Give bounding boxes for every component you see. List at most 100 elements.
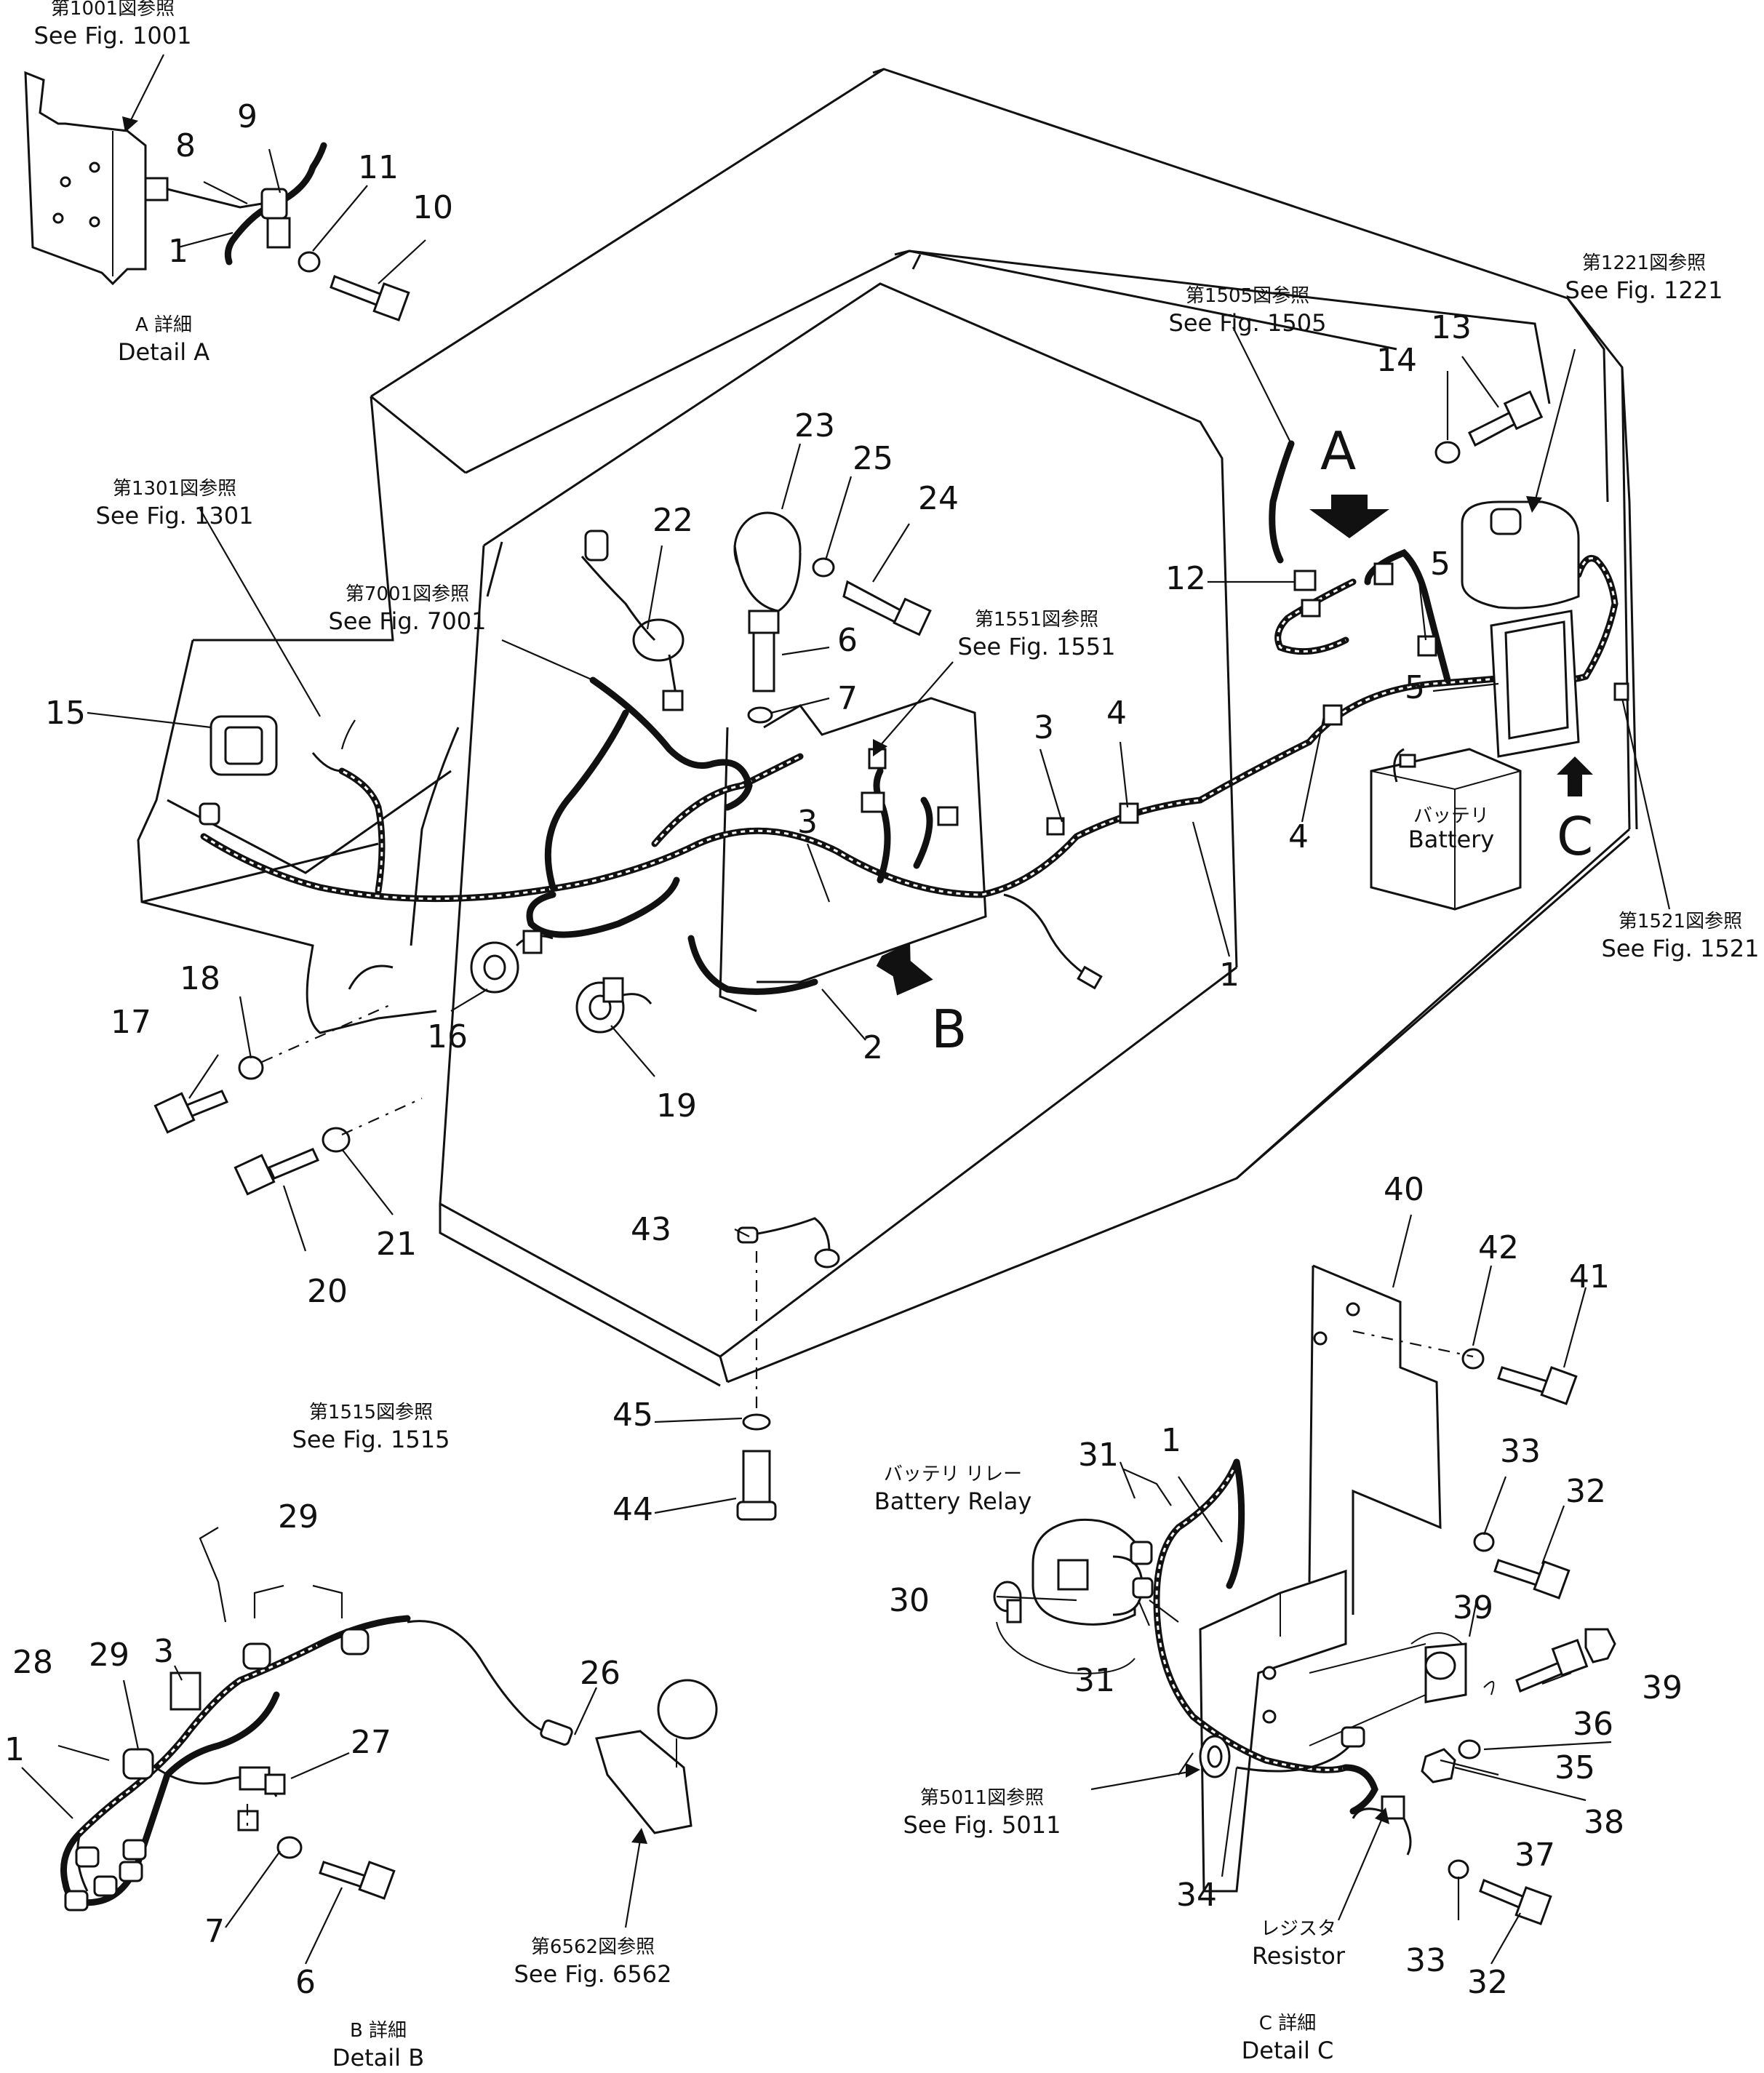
- detail-c-jp: C 詳細: [1259, 2013, 1316, 2034]
- ref-7001-jp: 第7001図参照: [346, 583, 469, 605]
- part-number: 4: [1106, 695, 1127, 732]
- part-number: 17: [111, 1004, 151, 1041]
- part-number: 43: [631, 1211, 671, 1248]
- machine-body-outline: [137, 68, 1638, 1387]
- part-number: 11: [358, 149, 399, 186]
- part-number: 39: [1453, 1589, 1493, 1626]
- part-number: 1: [1161, 1422, 1181, 1459]
- part-number: 35: [1555, 1749, 1595, 1786]
- part-numbers: 1 2 3 3 4 4 5 5 6 7 12 13 14 15 16 17 18…: [4, 98, 1683, 2001]
- ref-1221-jp: 第1221図参照: [1582, 252, 1706, 274]
- ref-1221-en: See Fig. 1221: [1565, 276, 1723, 304]
- part-number: 21: [376, 1226, 417, 1263]
- detail-a-jp: A 詳細: [135, 314, 192, 336]
- gauge-assembly-22-23: [580, 511, 802, 711]
- ref-1001-jp: 第1001図参照: [51, 0, 175, 20]
- part-number: 9: [237, 98, 258, 135]
- detail-b-en: Detail B: [332, 2044, 424, 2072]
- part-number: 3: [1034, 709, 1054, 746]
- part-number: 1: [1219, 956, 1240, 994]
- part-number: 22: [652, 502, 693, 539]
- reference-labels: 第1001図参照 See Fig. 1001 第1221図参照 See Fig.…: [34, 0, 1760, 1988]
- battery-label-jp: バッテリ: [1413, 805, 1489, 827]
- ref-1515-jp: 第1515図参照: [309, 1402, 433, 1423]
- part-number: 45: [612, 1397, 653, 1434]
- part-number: 18: [180, 960, 220, 997]
- ref-1301-jp: 第1301図参照: [113, 478, 236, 500]
- part-number: 38: [1584, 1804, 1624, 1841]
- part-number: 44: [612, 1491, 653, 1528]
- battery-relay-label-en: Battery Relay: [874, 1487, 1032, 1515]
- part-number: 6: [295, 1964, 316, 2001]
- ref-7001-en: See Fig. 7001: [329, 607, 487, 635]
- part-number: 33: [1405, 1942, 1446, 1979]
- part-number: 8: [175, 127, 196, 164]
- part-number: 37: [1514, 1837, 1555, 1874]
- view-letters: A B C: [931, 420, 1593, 1060]
- main-harness: [200, 548, 1619, 995]
- part-number: 12: [1165, 560, 1206, 597]
- part-number: 16: [427, 1018, 468, 1055]
- part-number: 33: [1500, 1433, 1541, 1470]
- part-number: 41: [1569, 1258, 1610, 1295]
- battery-relay-assembly: [1370, 500, 1580, 911]
- view-letter-c: C: [1557, 806, 1593, 867]
- component-labels: バッテリ Battery バッテリ リレー Battery Relay レジスタ…: [874, 805, 1494, 1970]
- ref-5011-en: See Fig. 5011: [903, 1811, 1061, 1839]
- part-number: 29: [278, 1498, 319, 1535]
- part-number: 5: [1405, 669, 1425, 706]
- part-number: 1: [168, 233, 188, 270]
- ref-1505-en: See Fig. 1505: [1169, 309, 1327, 337]
- part-number: 6: [837, 622, 858, 659]
- part-number: 14: [1376, 342, 1417, 379]
- battery-label-en: Battery: [1408, 826, 1494, 853]
- part-number: 34: [1176, 1877, 1217, 1914]
- ref-1001-en: See Fig. 1001: [34, 22, 192, 49]
- part-number: 1: [4, 1731, 25, 1768]
- part-number: 32: [1565, 1473, 1606, 1510]
- view-letter-a: A: [1320, 420, 1356, 482]
- detail-a-en: Detail A: [118, 338, 209, 366]
- part-number: 42: [1478, 1229, 1519, 1266]
- ref-1505-jp: 第1505図参照: [1186, 285, 1309, 307]
- part-number: 15: [45, 695, 86, 732]
- part-number: 7: [204, 1913, 225, 1950]
- part-number: 26: [580, 1655, 620, 1692]
- part-number: 19: [656, 1087, 697, 1125]
- part-number: 31: [1074, 1662, 1115, 1699]
- part-number: 27: [351, 1724, 391, 1761]
- part-number: 32: [1467, 1964, 1508, 2001]
- part-number: 3: [797, 804, 818, 841]
- part-number: 23: [794, 407, 835, 444]
- leader-lines: [122, 54, 1671, 996]
- detail-captions: A 詳細 Detail A B 詳細 Detail B C 詳細 Detail …: [118, 314, 1334, 2072]
- part-number: 7: [837, 680, 858, 717]
- part-number: 2: [863, 1029, 883, 1066]
- part-number: 5: [1430, 546, 1450, 583]
- detail-c-en: Detail C: [1242, 2037, 1334, 2064]
- fasteners-main: [153, 390, 1544, 1521]
- part-number: 36: [1573, 1706, 1613, 1743]
- part-number: 31: [1078, 1437, 1119, 1474]
- part-number-leaders: [87, 356, 1499, 1514]
- ref-1301-en: See Fig. 1301: [96, 502, 254, 530]
- part-number: 39: [1642, 1669, 1683, 1706]
- resistor-label-en: Resistor: [1252, 1942, 1346, 1970]
- part-number: 29: [89, 1637, 129, 1674]
- detail-a-drawing: [24, 71, 426, 321]
- lamp-part-15: [199, 715, 356, 826]
- part-number: 40: [1384, 1171, 1424, 1208]
- part-number: 3: [153, 1633, 174, 1670]
- part-number: 4: [1288, 818, 1309, 855]
- ref-1551-jp: 第1551図参照: [975, 609, 1098, 631]
- detail-b-jp: B 詳細: [350, 2020, 407, 2042]
- view-letter-b: B: [931, 999, 967, 1060]
- part-number: 24: [918, 480, 959, 517]
- detail-b-drawing: [21, 1527, 718, 1965]
- part-number: 20: [307, 1273, 348, 1310]
- ref-1521-en: See Fig. 1521: [1602, 935, 1760, 962]
- battery-relay-label-jp: バッテリ リレー: [884, 1463, 1022, 1485]
- detail-c-drawing: [993, 1214, 1616, 1965]
- ref-6562-jp: 第6562図参照: [531, 1936, 655, 1958]
